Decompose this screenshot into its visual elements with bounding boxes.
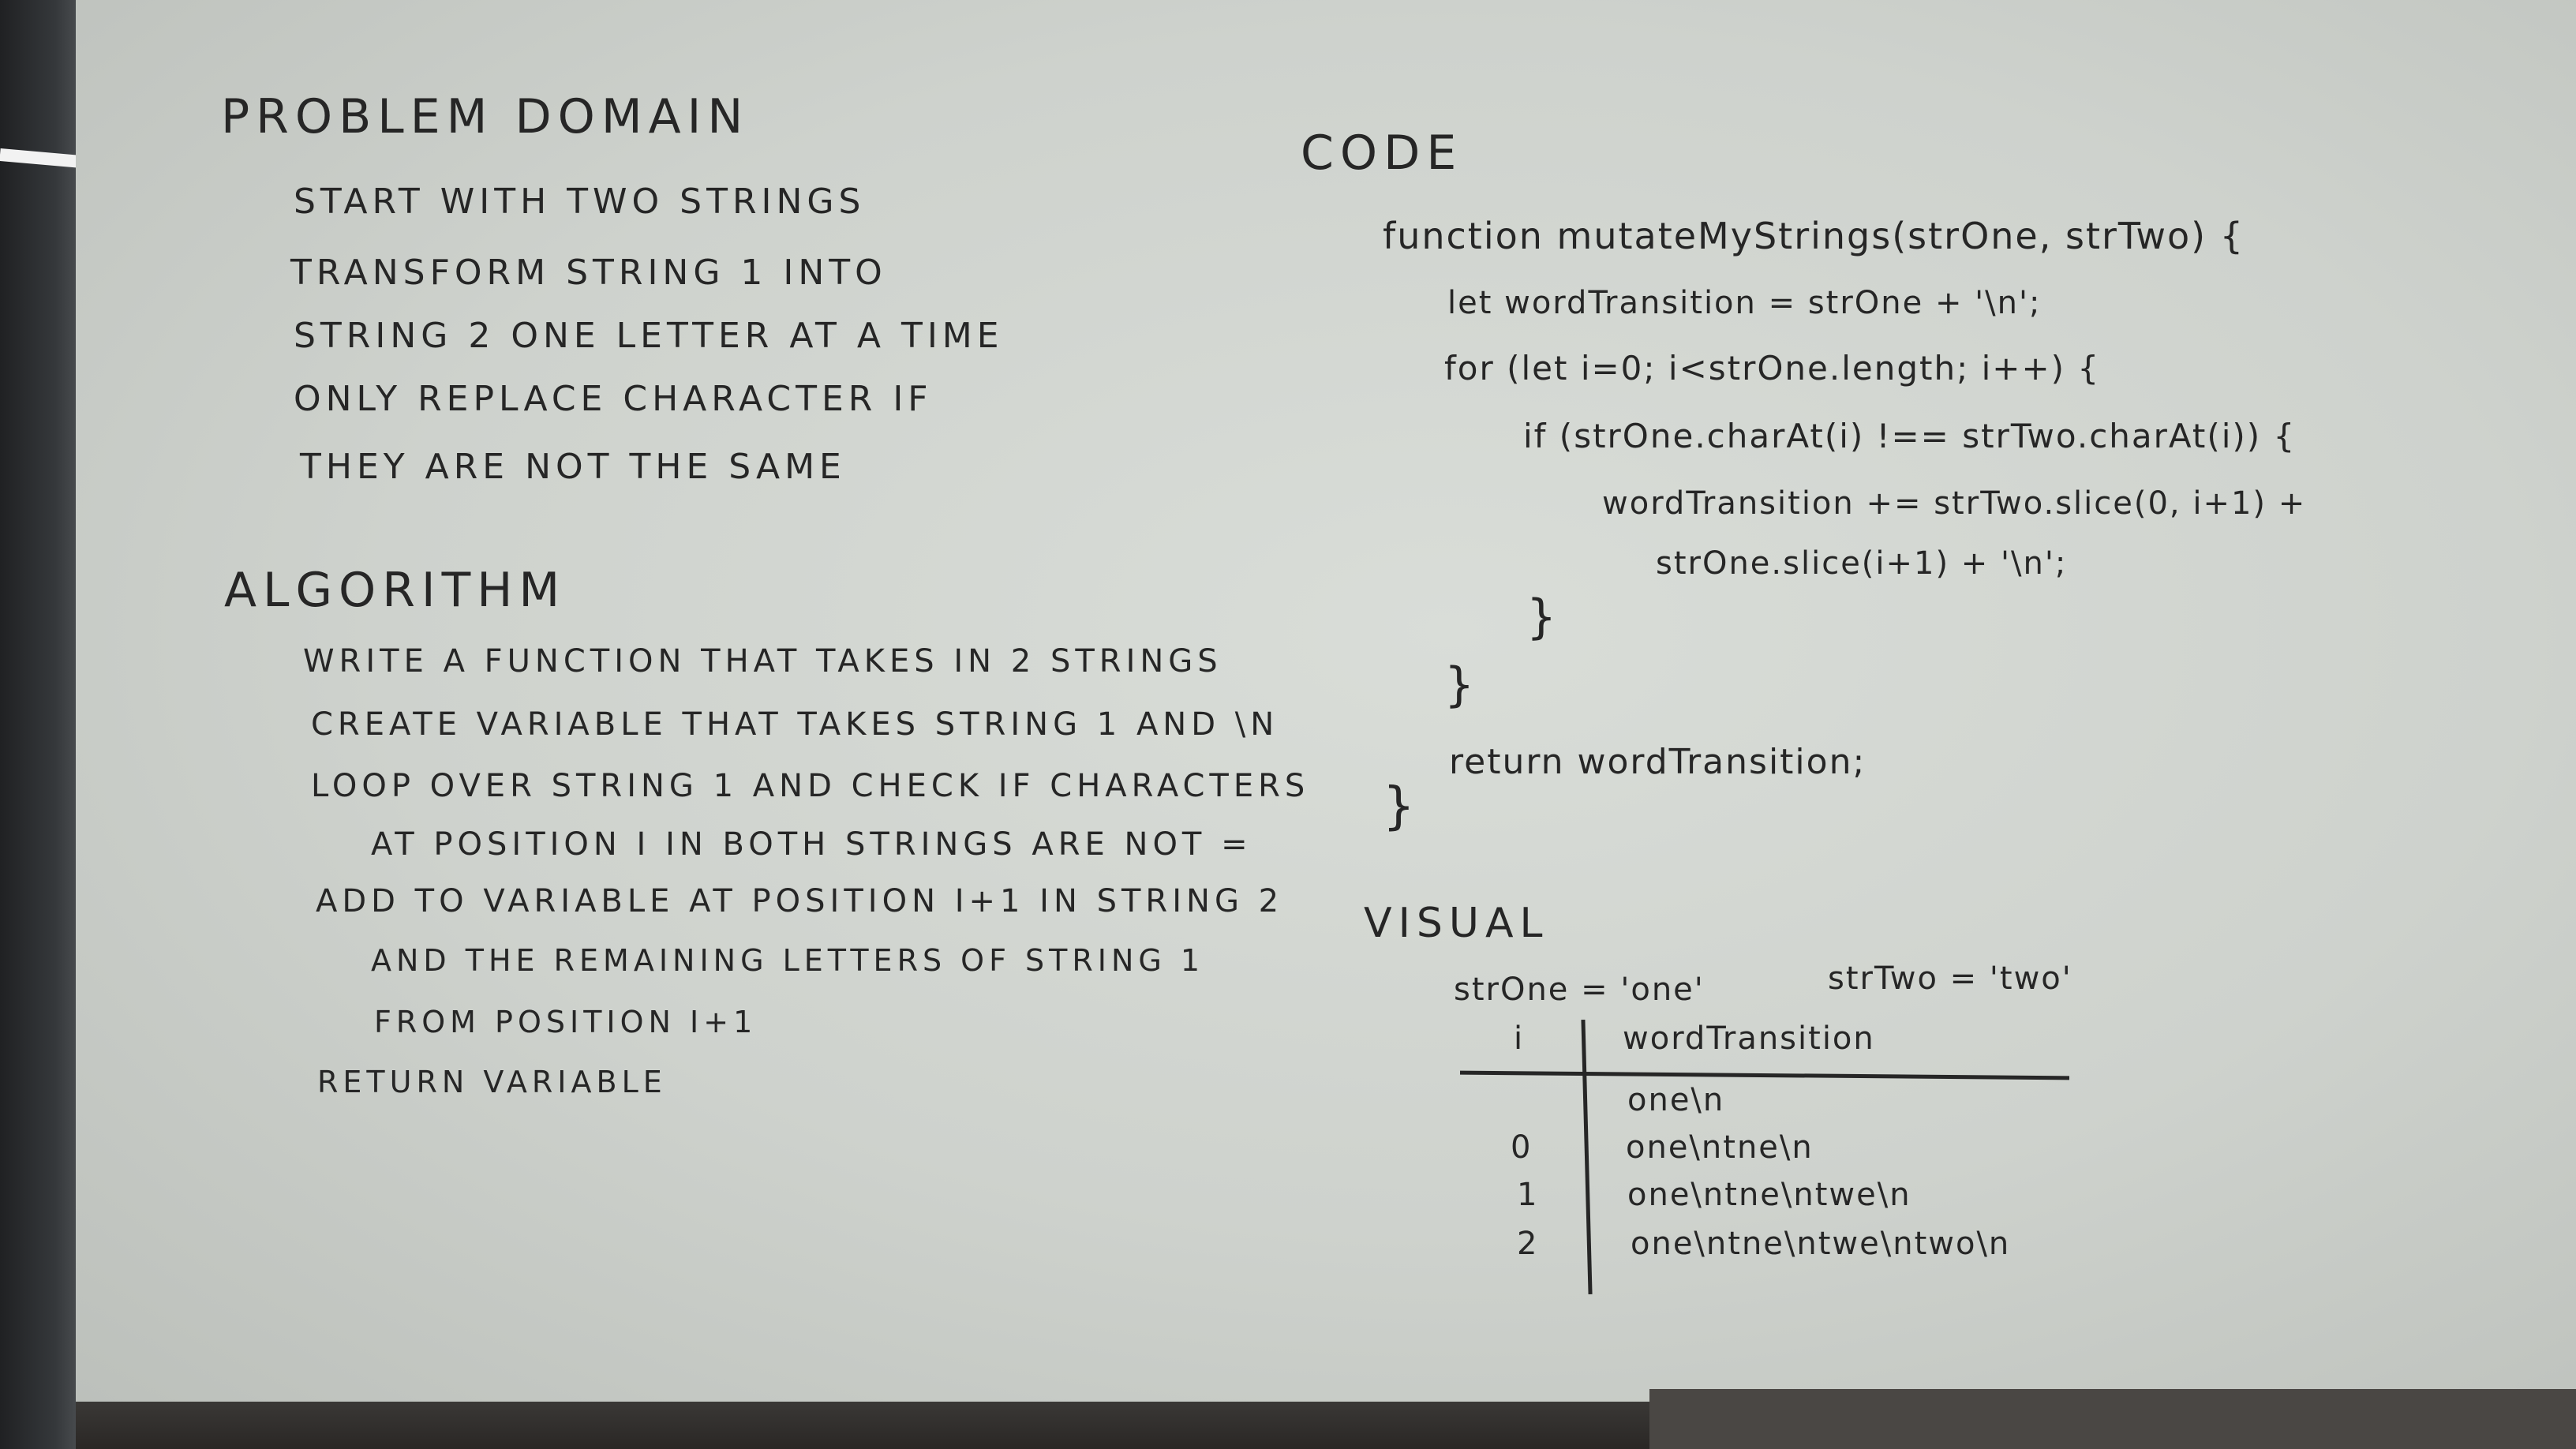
- code-line: }: [1526, 590, 1559, 645]
- algorithm-line: WRITE A FUNCTION THAT TAKES IN 2 STRINGS: [303, 643, 1222, 680]
- algorithm-line: FROM POSITION i+1: [374, 1005, 758, 1039]
- code-line: if (strOne.charAt(i) !== strTwo.charAt(i…: [1523, 417, 2297, 455]
- code-line: }: [1383, 777, 1417, 836]
- visual-row-i: 1: [1517, 1177, 1539, 1213]
- visual-strtwo: strTwo = 'two': [1828, 960, 2072, 997]
- code-line: let wordTransition = strOne + '\n';: [1447, 285, 2042, 321]
- visual-row-i: 0: [1511, 1129, 1533, 1166]
- code-line: }: [1444, 657, 1477, 713]
- code-line: return wordTransition;: [1449, 742, 1866, 782]
- algorithm-heading: ALGORITHM: [224, 563, 567, 618]
- whiteboard: [76, 0, 2576, 1402]
- algorithm-line: AT POSITION i IN BOTH STRINGS ARE NOT =: [371, 826, 1252, 863]
- problem-line: STRING 2 ONE LETTER AT A TIME: [294, 316, 1004, 356]
- visual-heading: VISUAL: [1364, 900, 1549, 947]
- visual-row-value: one\ntne\n: [1626, 1129, 1814, 1166]
- problem-line: ONLY REPLACE CHARACTER IF: [294, 379, 933, 419]
- problem-line: THEY ARE NOT THE SAME: [300, 447, 846, 487]
- visual-col-i: i: [1514, 1020, 1525, 1057]
- problem-line: TRANSFORM STRING 1 INTO: [290, 253, 887, 293]
- problem-domain-heading: PROBLEM DOMAIN: [221, 89, 750, 144]
- algorithm-line: LOOP OVER STRING 1 AND CHECK IF CHARACTE…: [311, 768, 1310, 804]
- code-line: function mutateMyStrings(strOne, strTwo)…: [1383, 215, 2245, 257]
- algorithm-line: AND THE REMAINING LETTERS OF STRING 1: [371, 943, 1205, 978]
- visual-row-value: one\ntne\ntwe\n: [1627, 1177, 1911, 1213]
- board-frame-left: [0, 0, 79, 1449]
- code-heading: CODE: [1301, 125, 1463, 181]
- code-line: for (let i=0; i<strOne.length; i++) {: [1444, 349, 2101, 388]
- marker-tray-edge: [1649, 1389, 2576, 1449]
- algorithm-line: ADD TO VARIABLE AT POSITION i+1 IN STRIN…: [316, 883, 1284, 919]
- visual-col-word: wordTransition: [1623, 1020, 1875, 1057]
- visual-row-value: one\ntne\ntwe\ntwo\n: [1631, 1226, 2011, 1262]
- visual-strone: strOne = 'one': [1454, 972, 1705, 1008]
- problem-line: START WITH TWO STRINGS: [294, 182, 866, 222]
- code-line: wordTransition += strTwo.slice(0, i+1) +: [1602, 485, 2307, 522]
- visual-row-i: 2: [1517, 1226, 1539, 1262]
- algorithm-line: RETURN VARIABLE: [317, 1065, 667, 1099]
- algorithm-line: CREATE VARIABLE THAT TAKES STRING 1 AND …: [311, 706, 1279, 743]
- code-line: strOne.slice(i+1) + '\n';: [1656, 545, 2068, 582]
- visual-row-value: one\n: [1627, 1082, 1725, 1118]
